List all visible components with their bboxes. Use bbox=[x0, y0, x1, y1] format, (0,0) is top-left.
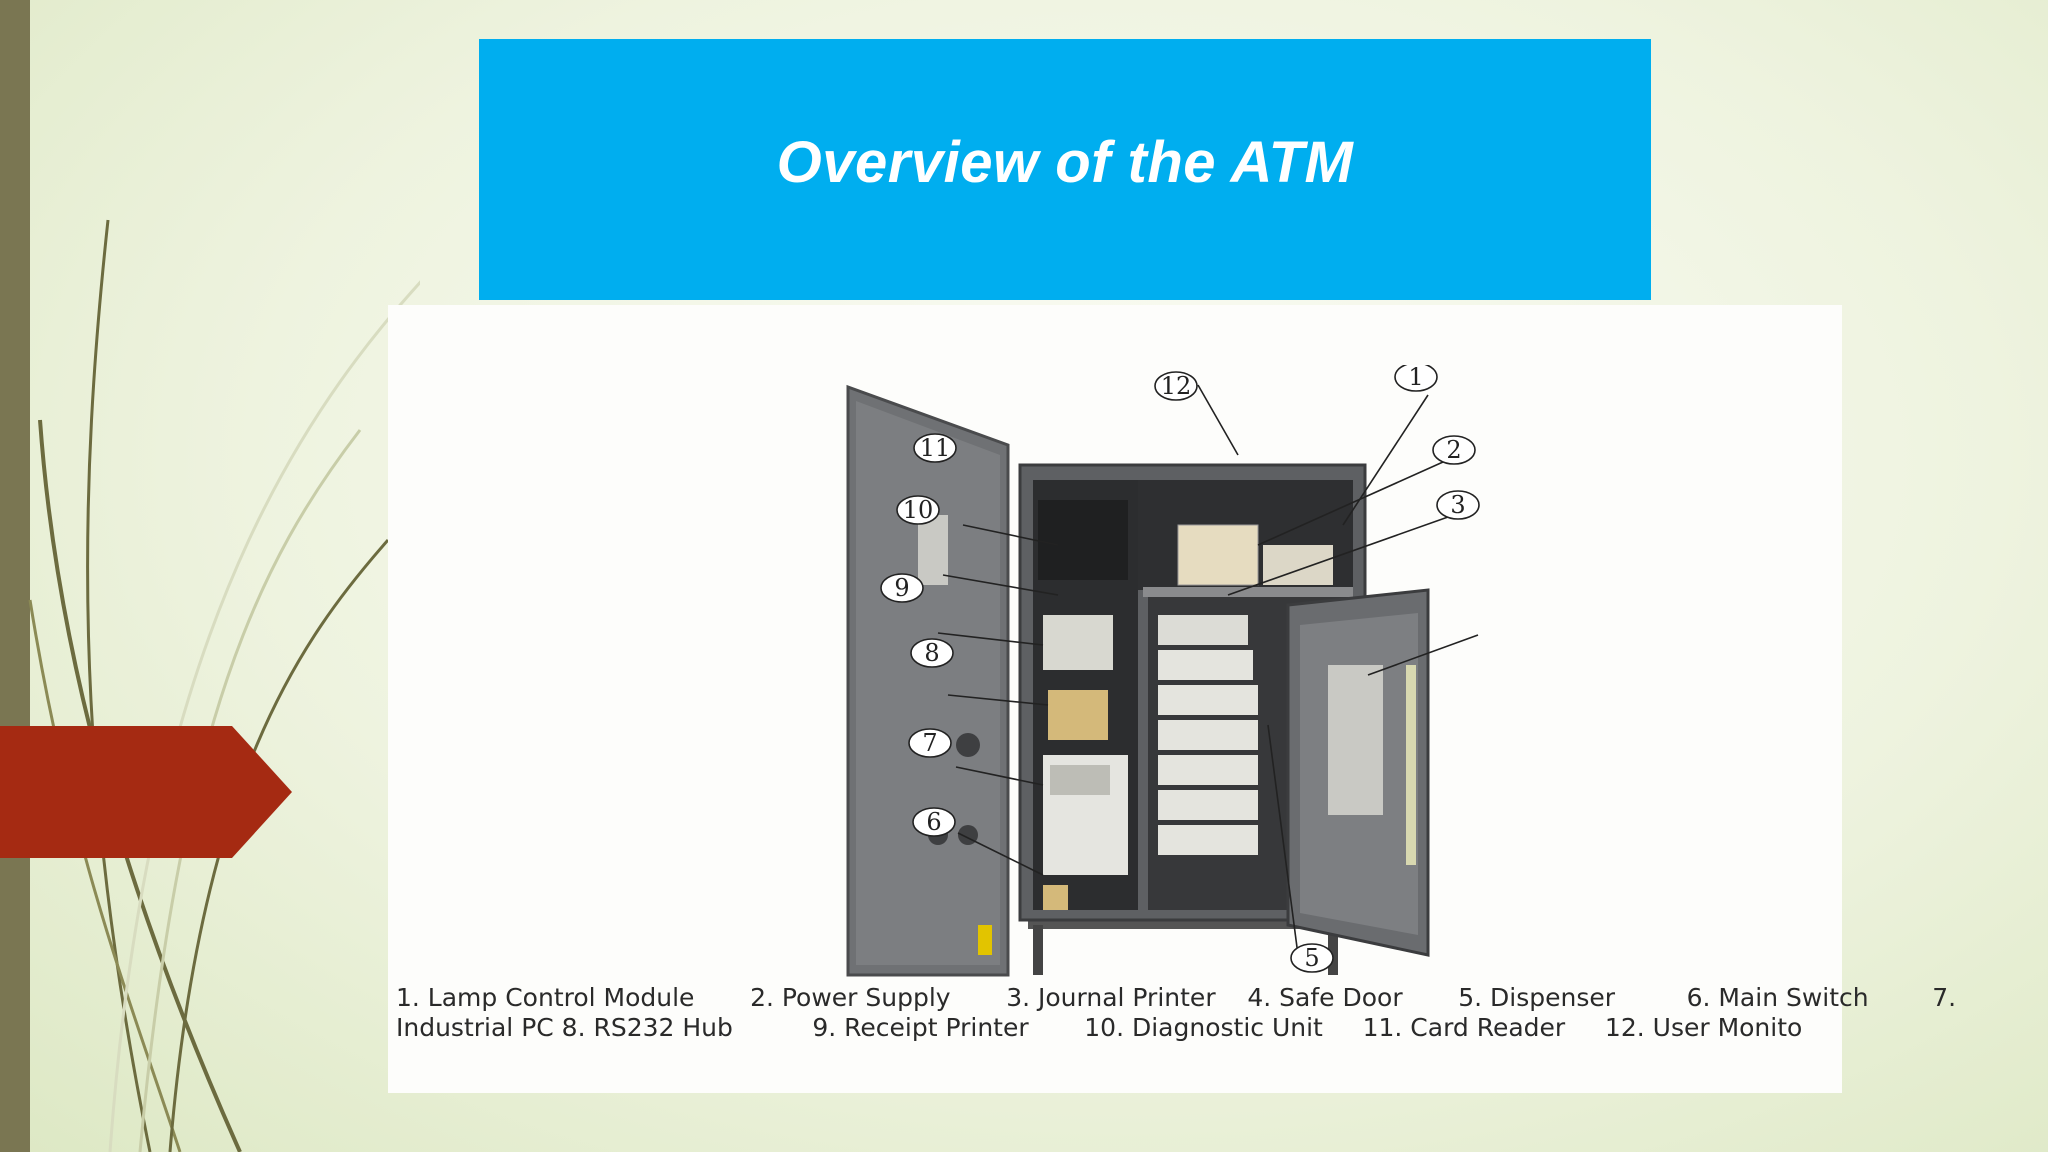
content-panel: 1 2 3 5 6 7 8 9 10 11 12 1. Lamp Control… bbox=[388, 305, 1956, 1093]
left-accent-bar bbox=[0, 0, 30, 1152]
callout-7: 7 bbox=[922, 729, 937, 757]
atm-diagram: 1 2 3 5 6 7 8 9 10 11 12 bbox=[846, 365, 1480, 977]
callout-12: 12 bbox=[1161, 372, 1192, 400]
decorative-swoosh-lines bbox=[28, 219, 420, 1152]
callout-11: 11 bbox=[920, 434, 951, 462]
caption-line-2: Industrial PC 8. RS232 Hub 9. Receipt Pr… bbox=[396, 1013, 1803, 1042]
callout-5: 5 bbox=[1304, 944, 1319, 972]
title-banner: Overview of the ATM bbox=[479, 39, 1651, 300]
callout-2: 2 bbox=[1446, 436, 1461, 464]
callout-1: 1 bbox=[1408, 365, 1423, 391]
caption-line-1: 1. Lamp Control Module 2. Power Supply 3… bbox=[396, 983, 1957, 1012]
callout-6: 6 bbox=[926, 808, 941, 836]
callout-10: 10 bbox=[903, 496, 934, 524]
component-caption: 1. Lamp Control Module 2. Power Supply 3… bbox=[396, 983, 1956, 1043]
callout-9: 9 bbox=[894, 574, 909, 602]
section-arrow-tab bbox=[0, 726, 292, 858]
callout-8: 8 bbox=[924, 639, 939, 667]
callout-3: 3 bbox=[1450, 491, 1465, 519]
slide-title: Overview of the ATM bbox=[776, 130, 1354, 195]
